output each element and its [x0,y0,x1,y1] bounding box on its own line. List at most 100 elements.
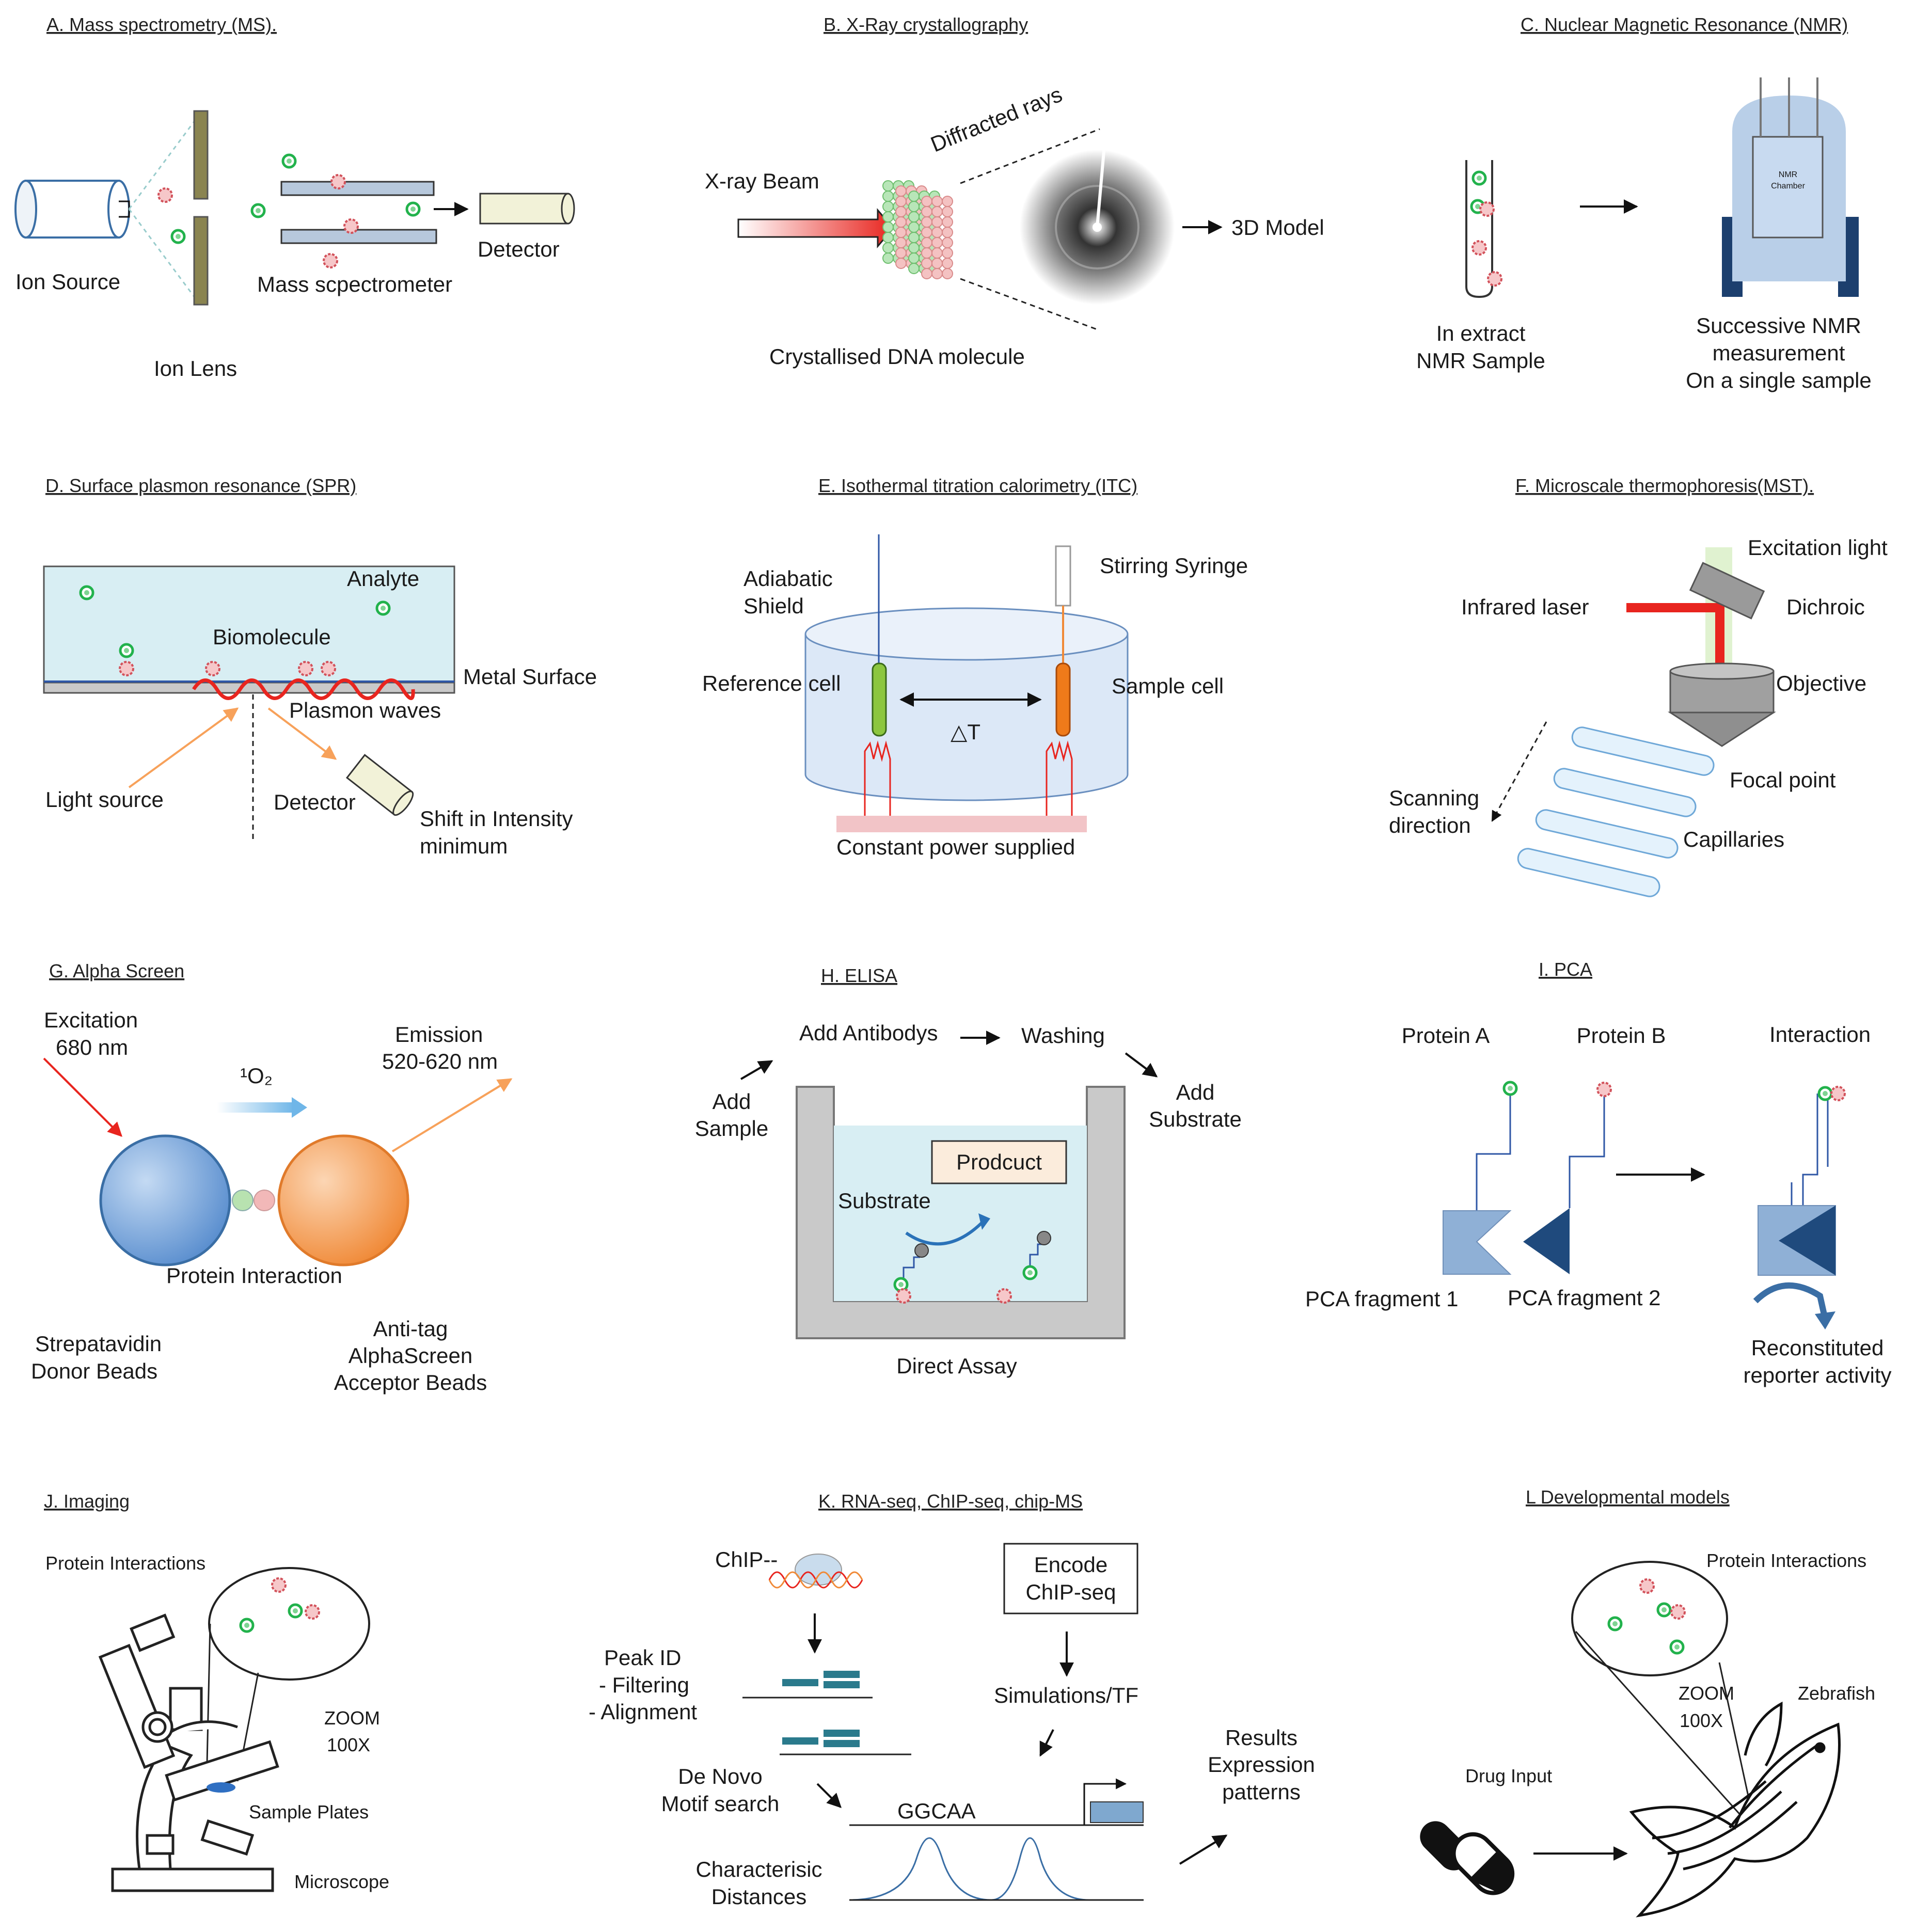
crystal-sphere [882,221,894,233]
chip-protein [795,1554,842,1586]
crystal-sphere [942,268,953,279]
label-3d-model: 3D Model [1231,215,1324,240]
label-protein-a: Protein A [1402,1023,1490,1048]
crystal-sphere [921,196,932,207]
panel-h: H. ELISA Prodcuct Add Antibodys Washing … [695,965,1242,1378]
label-adiabatic: Adiabatic [743,566,833,591]
panel-k: K. RNA-seq, ChIP-seq, chip-MS ChIP-- Enc… [589,1491,1315,1909]
panel-g-title: G. Alpha Screen [49,960,184,981]
crystal-sphere [882,211,894,223]
crystal-sphere [908,191,920,202]
label-nmr-chamber-1: NMR [1779,170,1797,179]
panel-j: J. Imaging Protein Interactions ZOOM 100… [44,1491,389,1892]
crystal-sphere [908,221,920,233]
crystal-sphere [882,201,894,212]
panel-j-title: J. Imaging [44,1491,130,1512]
label-washing: Washing [1021,1023,1105,1048]
xray-beam-arrow [737,208,894,249]
zoom-bubble [208,1567,370,1681]
crystal-sphere [931,258,943,269]
spectrometer-rod-upper [280,181,435,196]
label-nmr-sample: NMR Sample [1416,349,1545,373]
antibody-2 [1024,1231,1051,1279]
pca-fragment-2 [1523,1208,1570,1274]
pca-fragment-1 [1443,1210,1512,1275]
label-encode-chipseq: ChIP-seq [1025,1580,1116,1604]
label-anti-tag: Anti-tag [373,1317,448,1341]
label-direction: direction [1389,813,1471,837]
label-product: Prodcuct [956,1150,1042,1174]
panel-c-title: C. Nuclear Magnetic Resonance (NMR) [1521,14,1848,35]
label-ion-lens: Ion Lens [154,356,237,381]
label-reconstituted: Reconstituted [1751,1336,1884,1360]
crystal-sphere [931,237,943,248]
crystal-sphere [882,232,894,243]
ion-lens-lower [193,216,209,306]
label-j-protein-interactions: Protein Interactions [45,1553,205,1574]
label-shield: Shield [743,594,804,618]
crystal-sphere [895,185,907,197]
label-scanning: Scanning [1389,786,1479,810]
label-protein-interaction: Protein Interaction [166,1263,342,1288]
dna-crystal [882,180,953,279]
panel-l-title: L Developmental models [1526,1486,1730,1508]
crystal-sphere [942,258,953,269]
label-constant-power: Constant power supplied [836,835,1075,859]
crystal-sphere [942,206,953,217]
ion-source-cylinder [14,180,130,239]
label-biomolecule: Biomolecule [213,625,331,649]
label-microscope: Microscope [294,1871,389,1892]
power-supply-bar [836,816,1087,832]
crystal-sphere [942,237,953,248]
label-alphascreen: AlphaScreen [349,1343,473,1368]
crystal-sphere [908,242,920,254]
label-interaction: Interaction [1769,1022,1871,1047]
panel-g: G. Alpha Screen Excitation 680 nm ¹O₂ Em… [31,960,513,1395]
pill-icon [1420,1821,1515,1895]
label-mass-spectrometer: Mass scpectrometer [257,272,452,296]
label-acceptor-beads: Acceptor Beads [334,1370,487,1395]
label-excitation: Excitation [44,1008,138,1032]
dichroic-mirror [1689,562,1765,620]
crystal-sphere [882,180,894,192]
distance-curve [849,1837,1090,1901]
label-protein-b: Protein B [1577,1023,1666,1048]
plasmon-wave [192,678,415,700]
label-reference-cell: Reference cell [702,671,841,695]
label-l-protein-interactions: Protein Interactions [1706,1550,1866,1571]
crystal-sphere [931,216,943,228]
crystal-sphere [895,258,907,269]
label-peak-id: Peak ID [604,1645,681,1670]
crystal-sphere [895,227,907,238]
peak-reads [782,1671,860,1747]
ion-lens-upper [193,110,209,200]
crystal-sphere [895,206,907,217]
crystal-sphere [882,242,894,254]
spectrometer-rod-lower [280,229,437,244]
crystal-sphere [942,227,953,238]
label-direct-assay: Direct Assay [896,1354,1017,1378]
label-j-100x: 100X [327,1734,370,1755]
label-add-antibodys: Add Antibodys [799,1021,938,1045]
label-j-zoom: ZOOM [324,1707,380,1729]
crystal-sphere [882,252,894,264]
antibody-1 [895,1243,929,1304]
panel-e: E. Isothermal titration calorimetry (ITC… [702,475,1248,859]
label-xray-beam: X-ray Beam [705,169,819,193]
label-encode: Encode [1034,1553,1107,1577]
crystal-sphere [908,211,920,223]
panel-k-title: K. RNA-seq, ChIP-seq, chip-MS [818,1491,1083,1512]
panel-i: I. PCA Protein A Protein B Interaction P… [1305,959,1892,1387]
detector-cylinder [479,193,575,225]
label-in-extract: In extract [1436,321,1526,345]
crystal-sphere [908,232,920,243]
label-focal-point: Focal point [1730,768,1836,792]
label-ion-source: Ion Source [15,270,120,294]
microscope-icon [98,1613,279,1892]
crystal-sphere [921,237,932,248]
stirring-syringe [1055,545,1071,607]
label-reporter-activity: reporter activity [1743,1363,1891,1387]
panel-l: L Developmental models Protein Interacti… [1420,1486,1875,1918]
crystal-sphere [921,227,932,238]
